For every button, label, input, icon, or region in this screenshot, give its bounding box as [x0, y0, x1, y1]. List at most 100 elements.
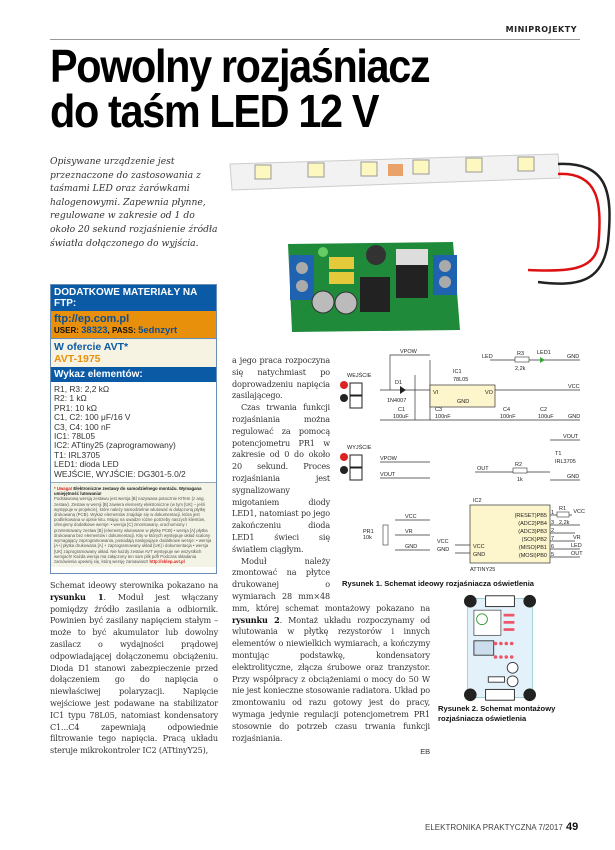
label-wejscie: WEJŚCIE — [347, 371, 372, 379]
svg-text:VCC: VCC — [437, 539, 449, 545]
svg-text:7: 7 — [551, 536, 554, 542]
svg-text:VR: VR — [573, 535, 581, 541]
ftp-heading: DODATKOWE MATERIAŁY NA FTP: — [51, 285, 216, 311]
assembly-diagram — [464, 594, 536, 702]
parts-heading: Wykaz elementów: — [51, 367, 216, 382]
figure-2-caption: Rysunek 2. Schemat montażowy rozjaśniacz… — [438, 704, 556, 723]
schematic-diagram: WEJŚCIE WYJŚCIE VPOW VPOW VOUT D1 1N4007… — [340, 349, 585, 573]
wire-black — [537, 162, 611, 285]
parts-list: R1, R3: 2,2 kΩ R2: 1 kΩ PR1: 10 kΩ C1, C… — [51, 382, 216, 482]
part-item: R1, R3: 2,2 kΩ — [54, 384, 110, 394]
svg-text:2,2k: 2,2k — [559, 520, 570, 526]
page-number: 49 — [566, 821, 579, 833]
svg-text:IC2: IC2 — [473, 498, 482, 504]
svg-text:R2: R2 — [515, 462, 522, 468]
svg-text:VPOW: VPOW — [380, 456, 398, 462]
part-item: LED1: dioda LED — [54, 459, 119, 470]
article-title: Powolny rozjaśniacz do taśm LED 12 V — [50, 40, 608, 134]
ftp-link[interactable]: ftp://ep.com.pl — [54, 313, 130, 325]
svg-text:OUT: OUT — [477, 466, 489, 472]
part-item: IC1: 78L05 — [54, 431, 95, 442]
svg-text:LED1: LED1 — [537, 350, 551, 356]
svg-text:VCC: VCC — [573, 509, 585, 515]
author-initials: EB — [420, 747, 430, 757]
svg-text:5: 5 — [551, 552, 554, 558]
svg-text:100uF: 100uF — [538, 414, 554, 420]
svg-text:ATTINY25: ATTINY25 — [470, 567, 495, 573]
svg-text:OUT: OUT — [571, 551, 583, 557]
svg-text:1: 1 — [551, 510, 554, 516]
svg-text:VCC: VCC — [473, 544, 485, 550]
svg-text:C3: C3 — [435, 407, 442, 413]
svg-text:100nF: 100nF — [500, 414, 516, 420]
body-column-2: a jego praca rozpoczyna się natychmiast … — [232, 355, 430, 757]
svg-text:VCC: VCC — [405, 514, 417, 520]
svg-text:100nF: 100nF — [435, 414, 451, 420]
svg-text:VO: VO — [485, 390, 494, 396]
svg-text:VI: VI — [433, 390, 439, 396]
part-item: WEJŚCIE, WYJŚCIE: DG301-5.0/2 — [54, 468, 186, 479]
ftp-materials-box: DODATKOWE MATERIAŁY NA FTP: ftp://ep.com… — [50, 284, 217, 574]
svg-text:GND: GND — [405, 544, 417, 550]
svg-text:VOUT: VOUT — [563, 434, 579, 440]
part-item: PR1: 10 kΩ — [54, 402, 98, 413]
svg-text:(ADC3)PB3: (ADC3)PB3 — [518, 529, 547, 535]
svg-text:3: 3 — [551, 520, 554, 526]
part-item: R2: 1 kΩ — [54, 393, 87, 404]
part-item: IC2: ATtiny25 (zaprogramowany) — [54, 440, 176, 451]
wire-red — [527, 172, 601, 272]
svg-text:(MISO)PB1: (MISO)PB1 — [519, 545, 547, 551]
svg-text:2: 2 — [551, 528, 554, 534]
svg-text:D1: D1 — [395, 380, 402, 386]
kit-versions-note: * Uwaga! Elektroniczne zestawy do samodz… — [51, 482, 216, 568]
svg-text:2,2k: 2,2k — [515, 366, 526, 372]
product-photo — [229, 153, 611, 332]
body-column-1: Schemat ideowy sterownika pokazano na ry… — [50, 580, 219, 756]
svg-text:VPOW: VPOW — [400, 349, 418, 355]
svg-text:(SCK)PB2: (SCK)PB2 — [522, 537, 547, 543]
svg-text:LED: LED — [571, 543, 582, 549]
part-item: T1: IRL3705 — [54, 449, 101, 460]
title-line-1: Powolny rozjaśniacz — [50, 40, 431, 92]
svg-text:6: 6 — [551, 544, 554, 550]
svg-text:R3: R3 — [517, 351, 524, 357]
svg-text:100uF: 100uF — [393, 414, 409, 420]
section-label: MINIPROJEKTY — [505, 25, 577, 34]
shop-link[interactable]: http://sklep.avt.pl — [149, 558, 185, 564]
svg-text:IC1: IC1 — [453, 369, 462, 375]
svg-text:IRL3705: IRL3705 — [555, 459, 576, 465]
figure-1-caption: Rysunek 1. Schemat ideowy rozjaśniacza o… — [342, 579, 535, 588]
svg-text:78L05: 78L05 — [453, 377, 468, 383]
avt-offer: W ofercie AVT* AVT-1975 — [51, 338, 216, 367]
svg-text:VR: VR — [405, 529, 413, 535]
avt-offer-label: W ofercie AVT* — [54, 341, 129, 353]
svg-text:GND: GND — [567, 474, 579, 480]
label-wyjscie: WYJŚCIE — [347, 443, 372, 451]
svg-text:(RESET)PB5: (RESET)PB5 — [515, 513, 547, 519]
pcb-module — [288, 242, 460, 332]
part-item: C1, C2: 100 μF/16 V — [54, 412, 131, 423]
left-column: DODATKOWE MATERIAŁY NA FTP: ftp://ep.com… — [50, 284, 218, 757]
svg-text:PR1: PR1 — [363, 529, 374, 535]
svg-text:R1: R1 — [559, 506, 566, 512]
header-rule — [50, 39, 580, 40]
footer-magazine: ELEKTRONIKA PRAKTYCZNA 7/2017 — [425, 823, 563, 832]
svg-text:10k: 10k — [363, 535, 372, 541]
svg-text:GND: GND — [437, 547, 449, 553]
svg-text:GND: GND — [567, 354, 579, 360]
svg-text:GND: GND — [473, 552, 485, 558]
svg-text:1N4007: 1N4007 — [387, 398, 406, 404]
svg-text:1k: 1k — [517, 477, 523, 483]
svg-text:T1: T1 — [555, 451, 561, 457]
svg-text:LED: LED — [482, 354, 493, 360]
part-item: C3, C4: 100 nF — [54, 421, 111, 432]
svg-text:C2: C2 — [540, 407, 547, 413]
svg-text:GND: GND — [457, 399, 469, 405]
led-strip — [229, 153, 561, 191]
svg-text:VCC: VCC — [568, 384, 580, 390]
avt-kit-code: AVT-1975 — [54, 353, 101, 365]
svg-text:(MOSI)PB0: (MOSI)PB0 — [519, 553, 547, 559]
ftp-credentials: USER: 38323, PASS: 5ednzyrt — [54, 325, 178, 336]
svg-text:GND: GND — [568, 414, 580, 420]
svg-text:C1: C1 — [398, 407, 405, 413]
